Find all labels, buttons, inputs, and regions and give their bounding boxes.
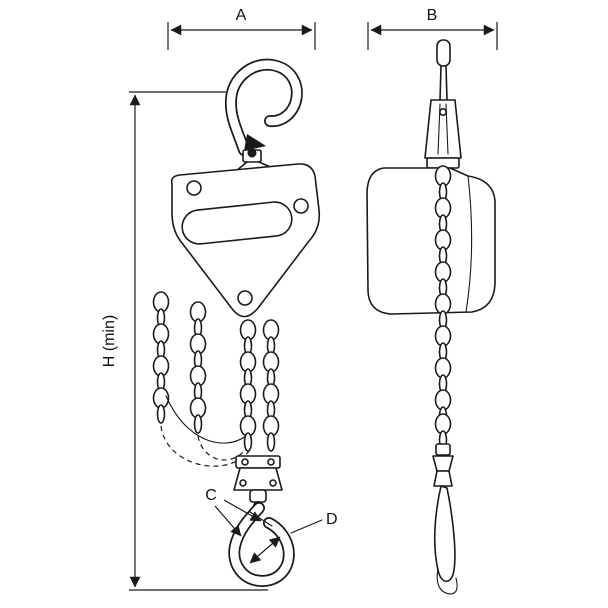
front-view: C D — [152, 58, 338, 588]
dimension-d: D — [249, 511, 338, 564]
hoist-body-front — [170, 163, 321, 318]
top-swivel-pin — [247, 148, 257, 158]
load-chain-side — [434, 165, 452, 450]
handwheel-cover-seam — [465, 175, 473, 313]
dim-c-label: C — [205, 487, 217, 504]
top-hook — [224, 58, 303, 180]
bottom-hook-block — [233, 455, 283, 511]
body-bolt-hole — [186, 180, 202, 196]
dimension-c: C — [205, 487, 262, 537]
dimension-b: B — [367, 7, 498, 50]
body-hand-slot — [181, 201, 293, 245]
dim-a-label: A — [236, 7, 247, 24]
body-bolt-hole — [293, 198, 309, 214]
top-suspension-side — [424, 39, 462, 169]
dim-h-label: H (min) — [101, 315, 118, 367]
bottom-hook — [228, 502, 295, 588]
hand-chain — [152, 291, 252, 467]
hoist-body-side — [366, 167, 496, 315]
side-view — [366, 39, 496, 595]
dimension-a: A — [167, 7, 316, 50]
dim-d-label: D — [326, 511, 338, 528]
load-chain-front — [239, 319, 280, 452]
bottom-hook-side — [432, 443, 458, 595]
dim-b-label: B — [427, 7, 438, 24]
dimension-h: H (min) — [101, 91, 268, 591]
hook-safety-latch — [244, 134, 266, 151]
body-bolt-hole — [237, 290, 253, 306]
